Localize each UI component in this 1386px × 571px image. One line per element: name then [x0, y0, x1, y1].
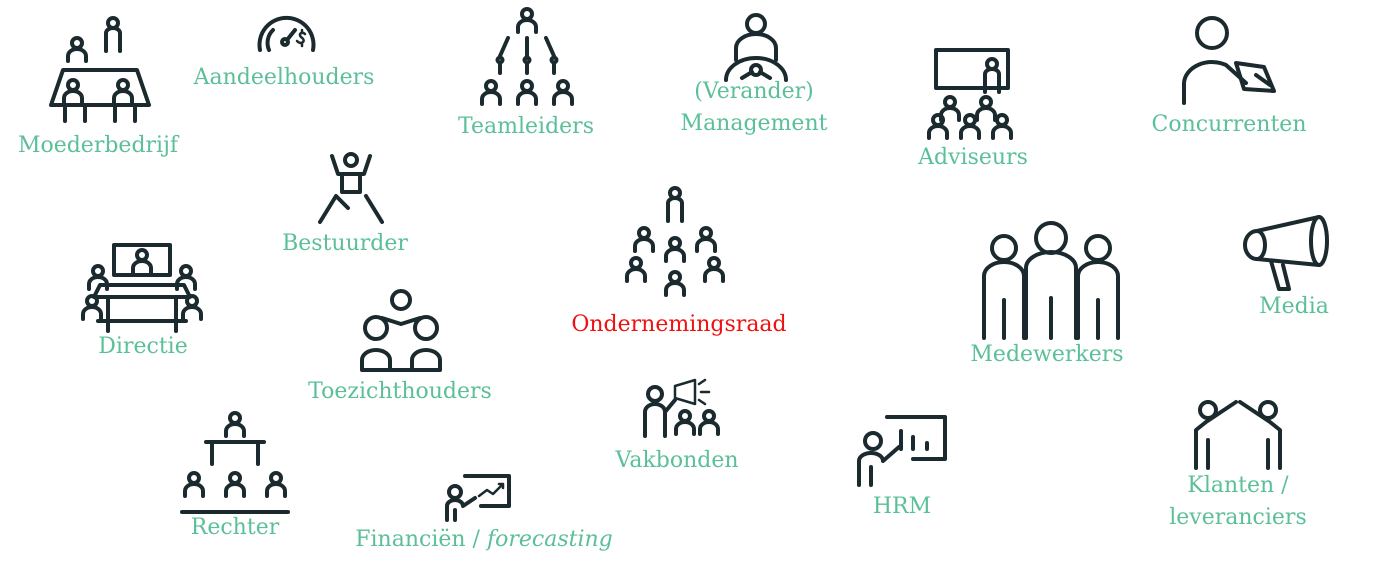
label-financien-main: Financiën /	[355, 527, 487, 552]
label-rechter: Rechter	[190, 515, 280, 540]
supervisors-icon	[360, 289, 442, 372]
label-adviseurs: Adviseurs	[918, 145, 1028, 170]
label-moederbedrijf: Moederbedrijf	[17, 133, 179, 158]
meeting-table-icon	[49, 16, 151, 123]
forecast-board-icon	[445, 474, 511, 522]
label-hrm: HRM	[872, 494, 932, 519]
boardroom-icon	[81, 243, 203, 333]
label-management: (Verander) Management	[681, 76, 828, 140]
council-group-icon	[625, 186, 725, 297]
high-five-icon	[1194, 400, 1282, 470]
label-teamleiders: Teamleiders	[458, 114, 594, 139]
dollar-gauge-icon	[257, 15, 316, 52]
person-clipboard-icon	[1182, 16, 1276, 105]
label-media: Media	[1259, 294, 1329, 319]
presenter-chart-icon	[857, 415, 947, 487]
person-summit-icon	[318, 152, 384, 224]
label-medewerkers: Medewerkers	[970, 342, 1124, 367]
hierarchy-icon	[480, 7, 574, 106]
label-aandeelhouders: Aandeelhouders	[193, 65, 375, 90]
label-management-line2: Management	[680, 111, 828, 136]
label-klanten: Klanten / leveranciers	[1169, 470, 1307, 534]
label-klanten-line2: leveranciers	[1169, 505, 1307, 530]
employees-icon	[982, 221, 1120, 340]
label-financien: Financiën / forecasting	[355, 524, 612, 556]
label-klanten-line1: Klanten /	[1187, 473, 1289, 498]
label-bestuurder: Bestuurder	[282, 231, 408, 256]
megaphone-icon	[1243, 215, 1329, 291]
label-directie: Directie	[98, 334, 188, 359]
union-megaphone-icon	[643, 378, 720, 438]
label-ondernemingsraad: Ondernemingsraad	[571, 312, 787, 337]
judge-podium-icon	[180, 411, 290, 514]
label-financien-italic: forecasting	[486, 527, 613, 552]
steering-wheel-person-icon	[724, 13, 788, 82]
label-concurrenten: Concurrenten	[1151, 112, 1307, 137]
label-vakbonden: Vakbonden	[615, 448, 739, 473]
presenter-audience-icon	[927, 48, 1013, 140]
label-management-line1: (Verander)	[694, 79, 814, 104]
label-toezichthouders: Toezichthouders	[308, 379, 492, 404]
